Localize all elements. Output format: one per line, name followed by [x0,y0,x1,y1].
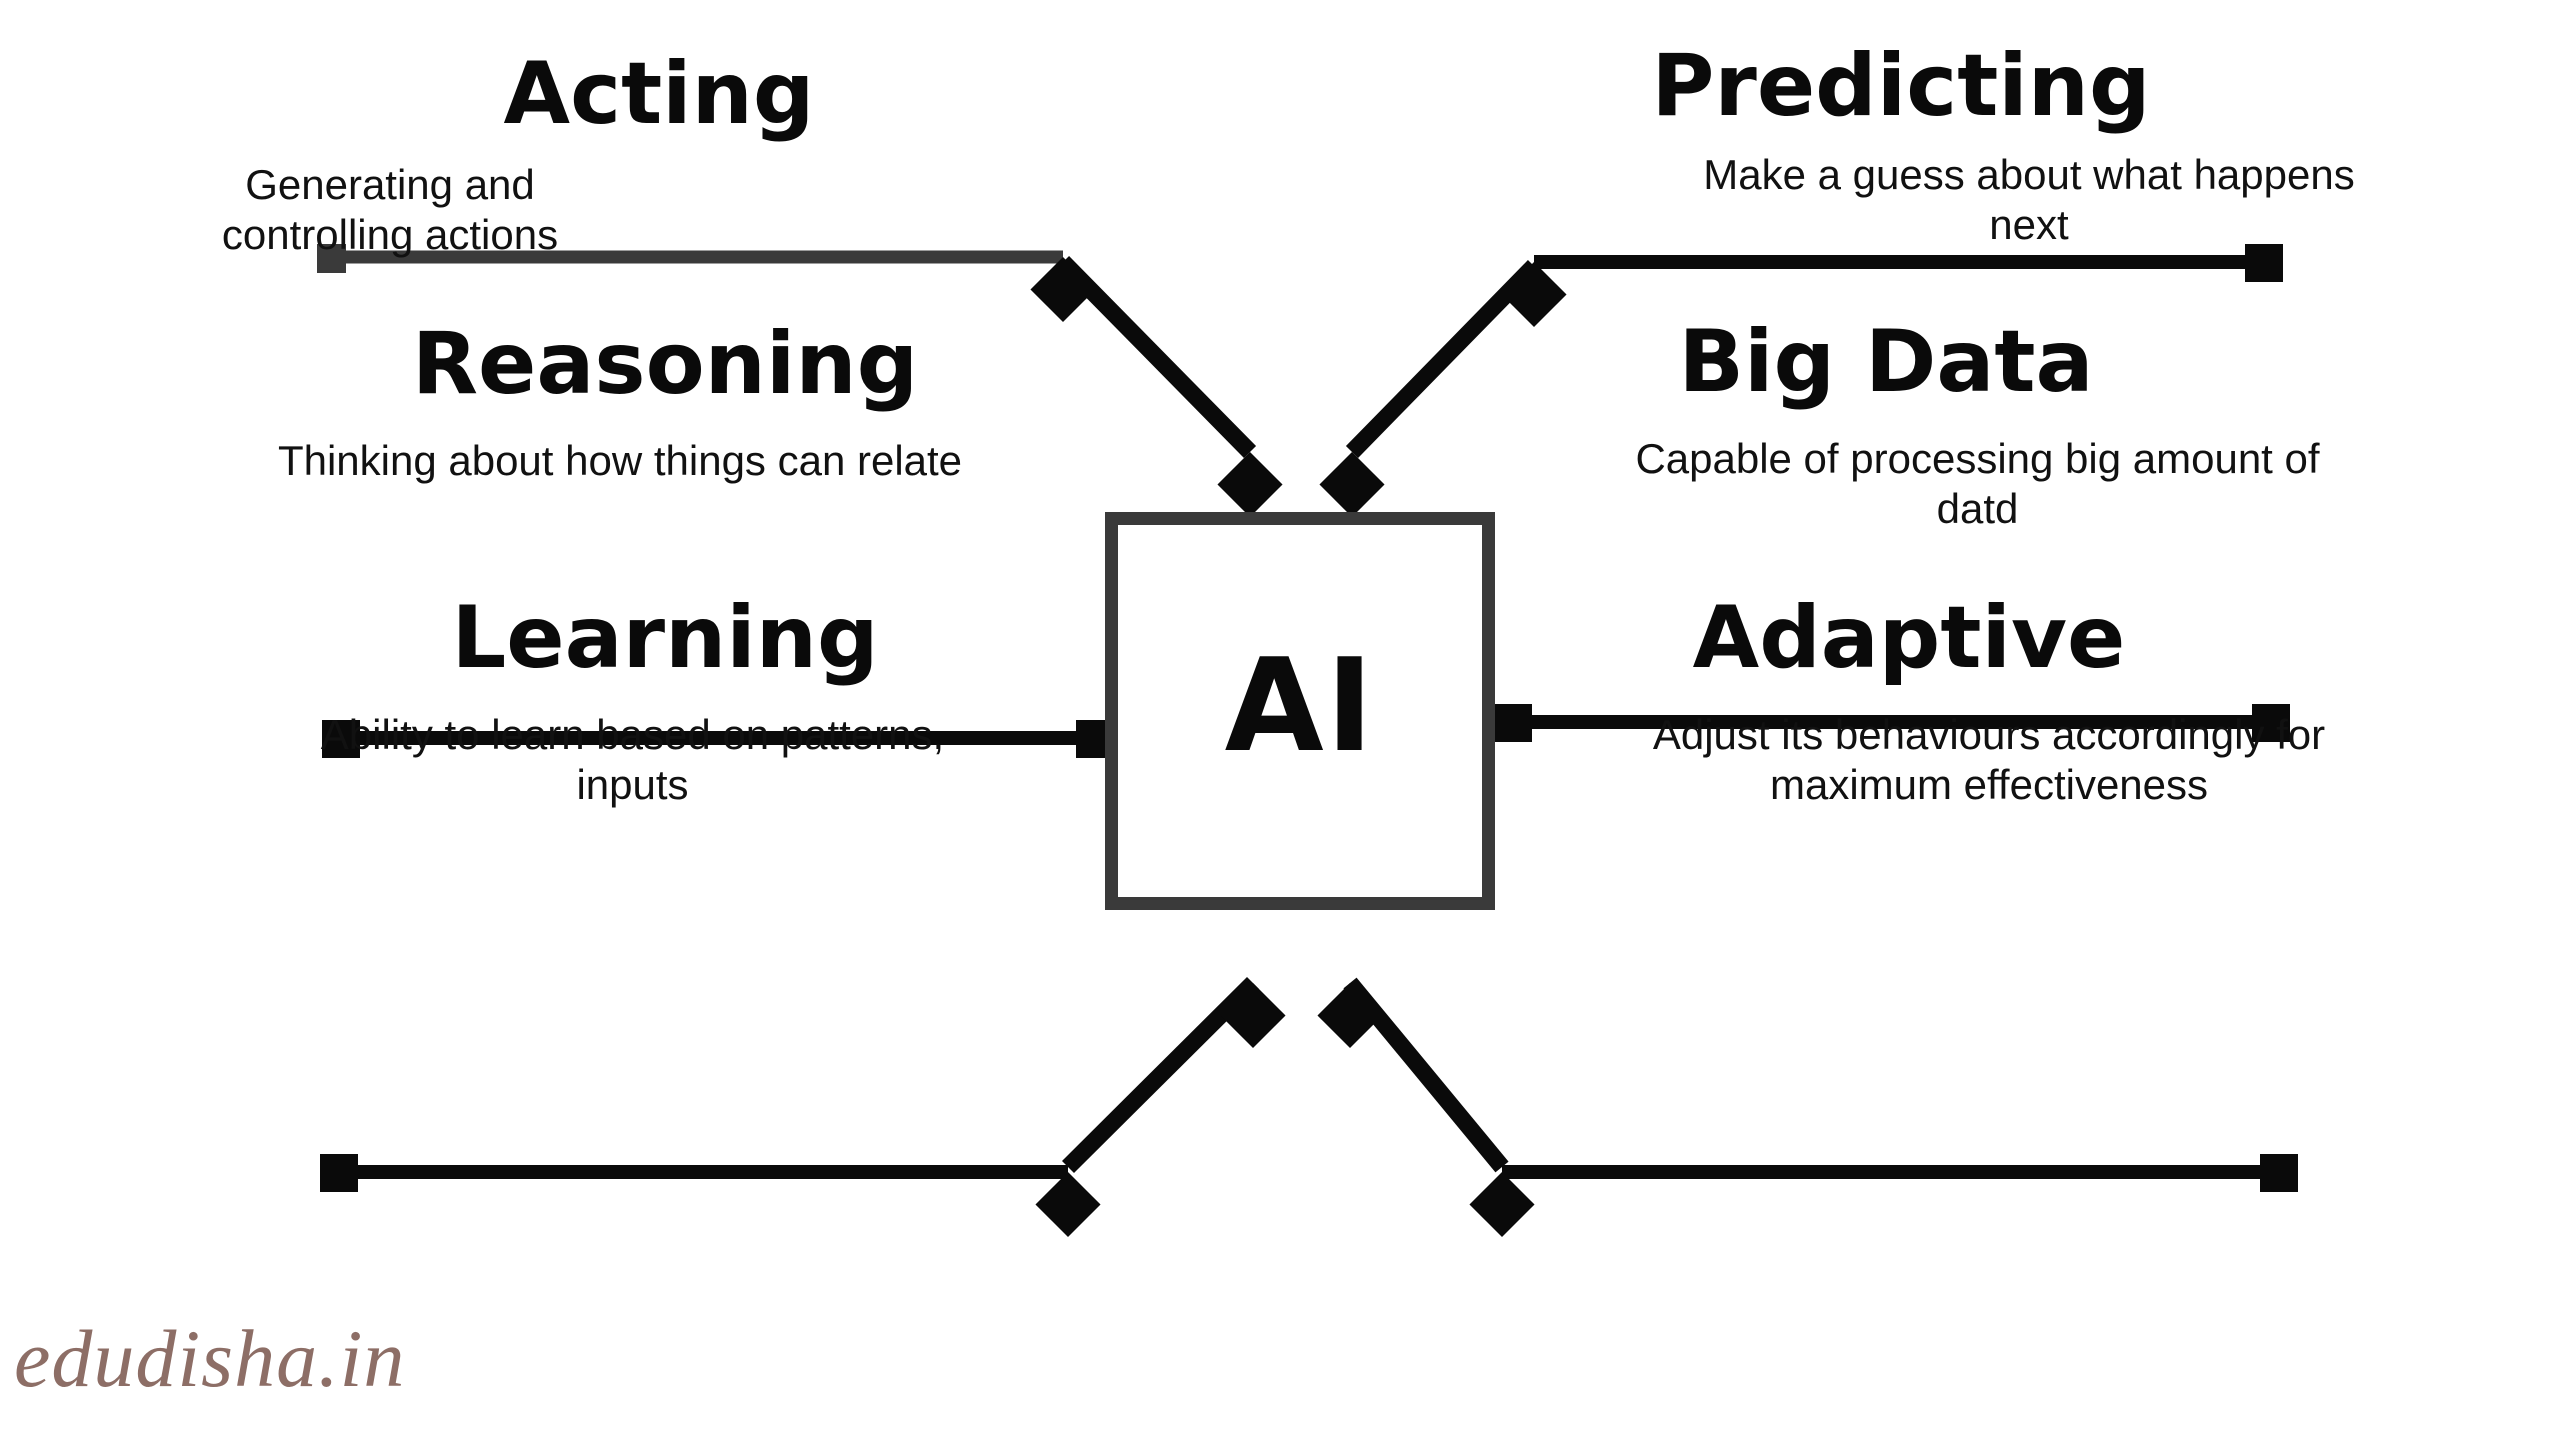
bigdata-join-square-icon [1494,704,1532,742]
branch-adaptive: Adaptive Adjust its behaviours according… [1530,588,2430,809]
learning-join-diamond-icon [1035,1172,1101,1238]
branch-acting-title: Acting [503,44,815,144]
branch-adaptive-title: Adaptive [1692,588,2126,688]
branch-acting-description: Generating and controlling actions [221,161,559,258]
center-node-label: AI [1224,632,1376,781]
adaptive-endpoint-square-icon [2260,1154,2298,1192]
branch-big-data-title: Big Data [1678,312,2094,412]
acting-diagonal-line [1056,256,1257,458]
acting-box-diamond-icon [1217,452,1283,518]
learning-diagonal-line [1062,976,1259,1174]
branch-reasoning-description: Thinking about how things can relate [277,437,963,485]
branch-predicting-title: Predicting [1651,36,2151,136]
branch-predicting: Predicting Make a guess about what happe… [1530,36,2430,249]
reasoning-endpoint-square-icon [322,720,360,758]
branch-reasoning-title: Reasoning [411,314,919,414]
adaptive-box-diamond-icon [1317,983,1383,1049]
learning-endpoint-square-icon [320,1154,358,1192]
branch-adaptive-description: Adjust its behaviours accordingly for ma… [1652,711,2326,808]
watermark: edudisha.in [14,1313,406,1404]
predicting-endpoint-square-icon [2245,244,2283,282]
predicting-box-diamond-icon [1319,452,1385,518]
adaptive-join-diamond-icon [1469,1171,1535,1238]
center-node-ai: AI [1105,512,1495,910]
branch-big-data-description: Capable of processing big amount of datd [1635,435,2320,532]
predicting-diagonal-line [1345,260,1541,458]
branch-reasoning: Reasoning Thinking about how things can … [170,314,1050,486]
connector-adaptive [1317,977,2298,1238]
connector-learning [320,976,1286,1238]
bigdata-endpoint-square-icon [2252,704,2290,742]
acting-join-diamond-icon [1030,257,1096,323]
branch-big-data: Big Data Capable of processing big amoun… [1510,312,2410,533]
branch-acting: Acting Generating and controlling action… [170,44,1030,259]
learning-box-diamond-icon [1220,983,1286,1049]
branch-learning: Learning Ability to learn based on patte… [170,588,1050,809]
connector-predicting [1319,244,2283,518]
acting-endpoint-square-icon [317,244,346,273]
branch-learning-title: Learning [451,588,879,688]
connector-bigdata [1494,704,2290,742]
predicting-join-diamond-icon [1501,261,1567,328]
branch-learning-description: Ability to learn based on patterns, inpu… [320,711,945,808]
connector-acting [317,244,1283,518]
branch-predicting-description: Make a guess about what happens next [1703,151,2355,248]
